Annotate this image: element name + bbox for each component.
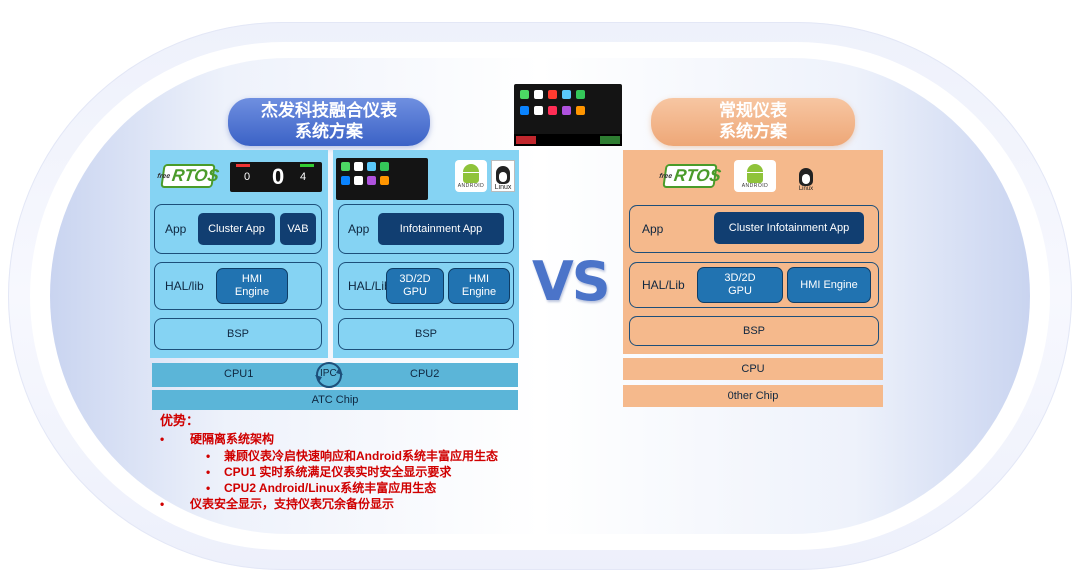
right-android-logo: ANDROID xyxy=(734,160,776,192)
cluster-app-box: Cluster App xyxy=(198,213,275,245)
cpu2-gpu-box: 3D/2D GPU xyxy=(386,268,444,304)
right-bsp-label: BSP xyxy=(742,325,765,337)
carplay-screen-cpu2 xyxy=(336,158,428,200)
advantages-title: 优势： xyxy=(160,413,200,428)
cluster-infotainment-app-box: Cluster Infotainment App xyxy=(714,212,864,244)
cpu2-bsp-label: BSP xyxy=(414,328,437,340)
ipc-cycle-icon xyxy=(312,358,346,392)
atc-chip-bar: ATC Chip xyxy=(152,390,518,410)
cpu2-app-layer: App xyxy=(338,204,514,254)
cpu1-bsp-label: BSP xyxy=(226,328,249,340)
left-cpu-bar xyxy=(152,363,518,387)
cpu2-hmi-engine-box: HMI Engine xyxy=(448,268,510,304)
ipc-label: IPC xyxy=(320,368,337,379)
left-solution-title: 杰发科技融合仪表 系统方案 xyxy=(228,98,430,146)
cpu1-app-layer: App xyxy=(154,204,322,254)
advantage-bullet-2: • xyxy=(160,497,165,511)
cpu1-bsp-layer: BSP xyxy=(154,318,322,350)
cpu2-bsp-layer: BSP xyxy=(338,318,514,350)
cpu1-label: CPU1 xyxy=(224,368,254,380)
vs-label: VS xyxy=(532,250,611,313)
cpu1-hal-layer: HAL/lib xyxy=(154,262,322,310)
sub-bullet-1: • xyxy=(206,449,211,463)
cpu1-hmi-engine-box: HMI Engine xyxy=(216,268,288,304)
other-chip-bar: 0ther Chip xyxy=(623,385,883,407)
right-gpu-box: 3D/2D GPU xyxy=(697,267,783,303)
right-app-layer: App xyxy=(629,205,879,253)
cluster-screen: 0 0 4 xyxy=(230,162,322,192)
linux-tux-logo: Linux xyxy=(491,160,515,192)
right-bsp-layer: BSP xyxy=(629,316,879,346)
advantage-item-1: 硬隔离系统架构 xyxy=(190,432,275,446)
vab-box: VAB xyxy=(280,213,316,245)
carplay-screen-top xyxy=(514,84,622,146)
right-solution-title: 常规仪表 系统方案 xyxy=(651,98,855,146)
advantage-sub-1: 兼顾仪表冷启快速响应和Android系统丰富应用生态 xyxy=(224,449,498,463)
advantage-sub-3: CPU2 Android/Linux系统丰富应用生态 xyxy=(224,481,437,495)
android-logo: ANDROID xyxy=(455,160,487,192)
cpu2-hal-layer: HAL/Lib xyxy=(338,262,514,310)
advantage-sub-2: CPU1 实时系统满足仪表实时安全显示要求 xyxy=(224,465,452,479)
right-hmi-engine-box: HMI Engine xyxy=(787,267,871,303)
right-linux-tux-logo: Linux xyxy=(794,160,818,192)
advantage-bullet-1: • xyxy=(160,432,165,446)
sub-bullet-3: • xyxy=(206,481,211,495)
infotainment-app-box: Infotainment App xyxy=(378,213,504,245)
right-cpu-bar: CPU xyxy=(623,358,883,380)
right-hal-layer: HAL/Lib xyxy=(629,262,879,308)
sub-bullet-2: • xyxy=(206,465,211,479)
cpu2-label: CPU2 xyxy=(410,368,440,380)
advantage-item-2: 仪表安全显示，支持仪表冗余备份显示 xyxy=(190,497,395,511)
